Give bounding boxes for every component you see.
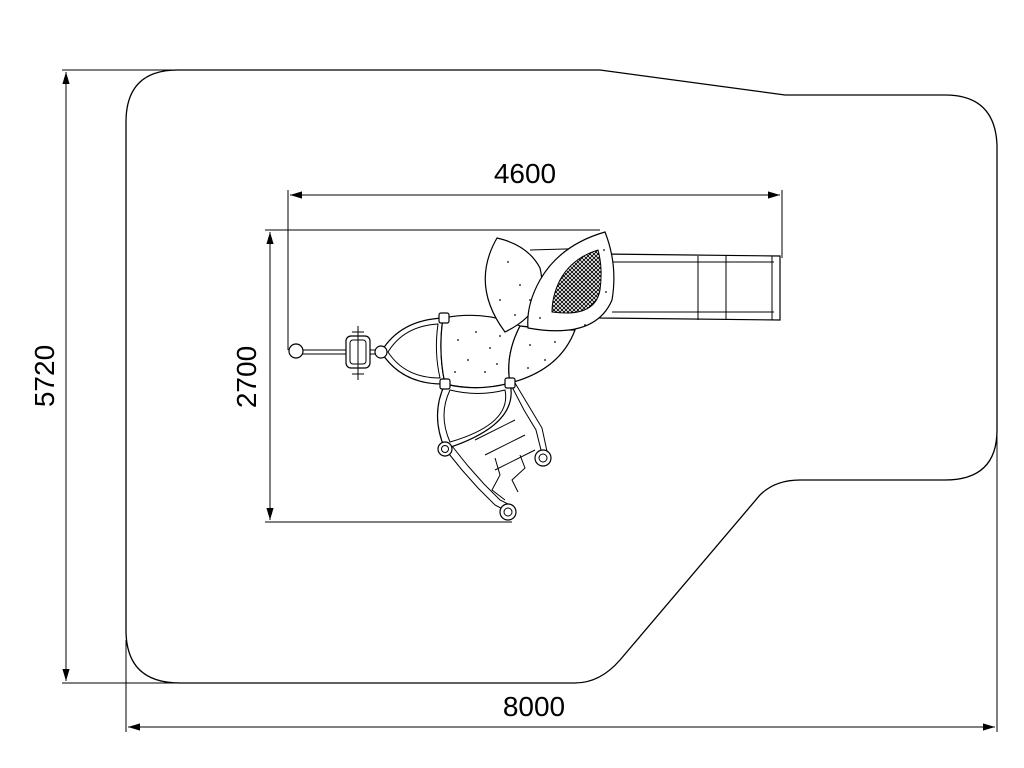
dimension-overall-height: 5720: [29, 69, 180, 684]
dimension-equipment-width: 4600: [287, 158, 783, 350]
dimension-label-2700: 2700: [231, 346, 262, 408]
dimension-label-5720: 5720: [29, 345, 60, 407]
climbing-net-panel: [527, 231, 615, 332]
platform-right: [508, 325, 576, 384]
platform-leaf-bottom: [436, 382, 512, 450]
posts: [437, 312, 516, 457]
dimension-equipment-height: 2700: [231, 229, 600, 523]
slide: [599, 253, 781, 321]
steering-fixture: [345, 326, 371, 380]
climbing-net: [551, 249, 602, 314]
dimension-overall-width: 8000: [125, 145, 998, 732]
safety-zone-outline: [125, 69, 998, 684]
dimension-label-8000: 8000: [503, 691, 565, 722]
ladder: [444, 382, 552, 521]
dimension-label-4600: 4600: [494, 158, 556, 189]
platform-leaf-left: [374, 317, 446, 385]
